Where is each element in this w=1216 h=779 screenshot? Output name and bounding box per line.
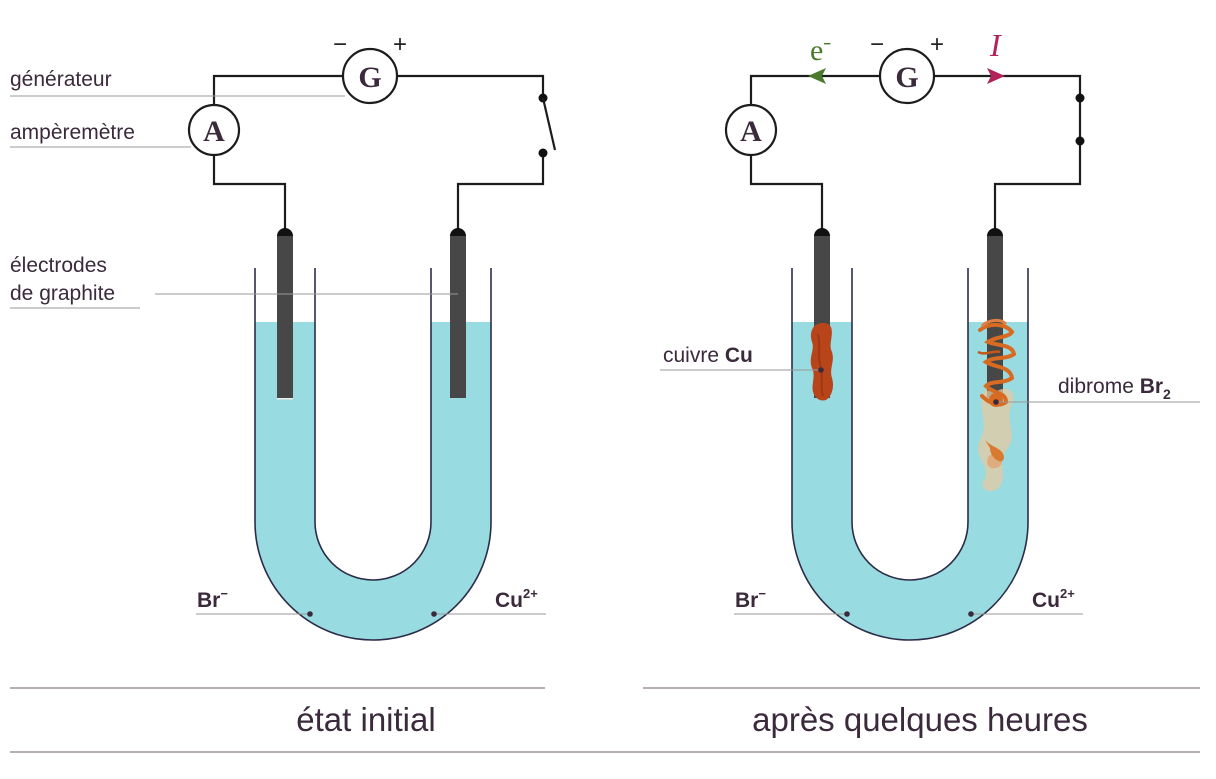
label-ammeter: ampèremètre: [10, 121, 135, 144]
label-copper: cuivre Cu: [663, 344, 753, 367]
left-plus-sign: +: [393, 31, 407, 58]
right-cation-label: Cu2+: [1032, 586, 1075, 612]
right-solution: [792, 322, 1028, 640]
left-anion-label: Br−: [197, 586, 228, 612]
left-ammeter: A: [187, 103, 241, 157]
left-generator: G: [341, 47, 399, 105]
left-caption: état initial: [296, 701, 435, 738]
right-wire-top: [749, 74, 1082, 105]
left-cation-label: Cu2+: [495, 586, 538, 612]
left-solution: [255, 322, 491, 640]
left-electrode-right: [450, 228, 466, 398]
right-generator-symbol: G: [895, 61, 918, 94]
left-wire-top: [212, 74, 545, 105]
copper-deposit: [810, 322, 834, 401]
left-wire-right: [456, 153, 545, 230]
label-electrodes-line1: électrodes: [10, 254, 107, 277]
right-wire-left: [749, 155, 824, 230]
label-electrodes-line2: de graphite: [10, 282, 115, 305]
left-minus-sign: −: [333, 31, 347, 58]
right-plus-sign: +: [930, 31, 944, 58]
left-u-tube: [254, 268, 492, 641]
left-wire-left: [212, 155, 287, 230]
electron-label: e−: [810, 34, 831, 67]
left-electrode-left: [277, 228, 293, 400]
current-arrow: [987, 68, 1005, 84]
right-ammeter-symbol: A: [740, 115, 762, 148]
left-ammeter-symbol: A: [203, 115, 225, 148]
left-generator-symbol: G: [358, 61, 381, 94]
electron-arrow: [808, 68, 826, 84]
right-switch: [1075, 93, 1085, 146]
left-diagram: A G − + générateur ampèremètre électrode…: [10, 31, 557, 641]
right-wire-right: [993, 98, 1082, 230]
label-generator: générateur: [10, 68, 112, 91]
right-minus-sign: −: [870, 31, 884, 58]
right-u-tube: [791, 268, 1029, 641]
right-generator: G: [878, 47, 936, 105]
right-diagram: A G − + e− I cuivre Cu dibrome Br2 Br: [660, 27, 1200, 641]
current-label: I: [989, 27, 1002, 63]
bromine-plume: [977, 318, 1017, 492]
left-switch: [538, 93, 557, 158]
right-anion-label: Br−: [735, 586, 766, 612]
right-caption: après quelques heures: [752, 701, 1088, 738]
right-ammeter: A: [724, 103, 778, 157]
right-electrode-right: [987, 228, 1003, 398]
label-bromine: dibrome Br2: [1058, 375, 1171, 402]
